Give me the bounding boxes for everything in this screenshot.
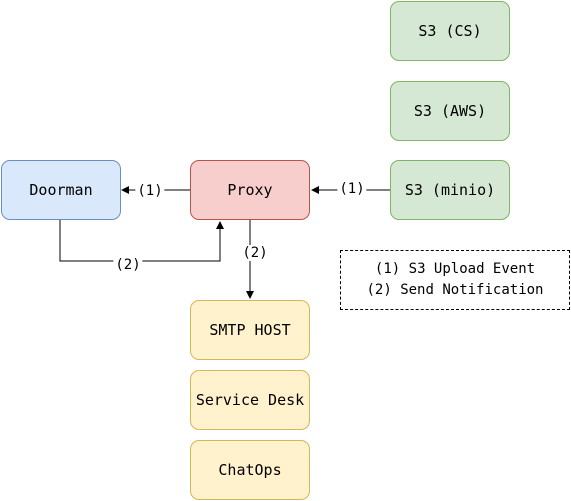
chatops-node[interactable]: ChatOps (190, 440, 310, 500)
smtp-host-node[interactable]: SMTP HOST (190, 300, 310, 360)
service-desk-label: Service Desk (195, 391, 305, 409)
s3-aws-label: S3 (AWS) (413, 102, 487, 120)
legend-line-upload-event: (1) S3 Upload Event (374, 261, 536, 277)
s3-aws-node[interactable]: S3 (AWS) (390, 81, 510, 141)
doorman-label: Doorman (29, 181, 93, 199)
legend-box: (1) S3 Upload Event (2) Send Notificatio… (340, 250, 570, 310)
edge-doorman-to-proxy (59, 220, 224, 262)
smtp-host-label: SMTP HOST (209, 321, 291, 339)
legend-line-send-notification: (2) Send Notification (366, 282, 544, 298)
s3-cs-label: S3 (CS) (418, 22, 482, 40)
proxy-label: Proxy (227, 181, 273, 199)
edge-label-doorman-to-proxy: (2) (113, 257, 143, 273)
edge-label-proxy-to-smtp: (2) (240, 245, 270, 261)
s3-minio-label: S3 (minio) (404, 181, 496, 199)
doorman-node[interactable]: Doorman (1, 160, 121, 220)
edge-label-proxy-to-doorman: (1) (135, 183, 165, 199)
proxy-node[interactable]: Proxy (190, 160, 310, 220)
edge-label-minio-to-proxy: (1) (337, 181, 367, 197)
s3-minio-node[interactable]: S3 (minio) (390, 160, 510, 220)
chatops-label: ChatOps (218, 461, 282, 479)
service-desk-node[interactable]: Service Desk (190, 370, 310, 430)
s3-cs-node[interactable]: S3 (CS) (390, 1, 510, 61)
